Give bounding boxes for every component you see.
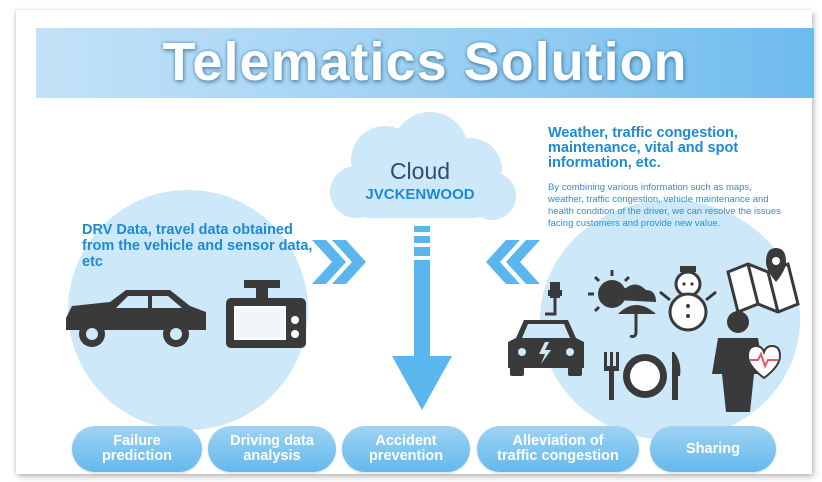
- title-band: [36, 28, 814, 98]
- outcome-alleviation-traffic-congestion: Alleviation of traffic congestion: [477, 426, 639, 472]
- slide-title: Telematics Solution: [162, 32, 688, 92]
- cloud-brand: JVCKENWOOD: [365, 186, 475, 203]
- electric-car-icon: [508, 282, 584, 376]
- chevron-right-icon: [312, 240, 366, 284]
- right-circle: [540, 200, 800, 440]
- outcome-driving-data-analysis: Driving data analysis: [208, 426, 336, 472]
- right-panel-heading: Weather, traffic congestion, maintenance…: [548, 125, 739, 171]
- cloud-label: Cloud: [389, 158, 451, 184]
- map-icon: [726, 248, 800, 315]
- dashcam-icon: [226, 280, 306, 348]
- dining-icon: [604, 352, 681, 400]
- right-panel-body: By combining various information such as…: [548, 182, 781, 229]
- down-arrow-icon: [392, 226, 452, 410]
- left-panel-text: DRV Data, travel data obtained from the …: [82, 222, 313, 270]
- weather-icon: [588, 270, 656, 338]
- outcome-accident-prevention: Accident prevention: [342, 426, 470, 472]
- cloud-icon: [330, 112, 516, 220]
- outcome-failure-prediction: Failure prediction: [72, 426, 202, 472]
- person-health-icon: [712, 311, 782, 412]
- chevron-left-icon: [486, 240, 540, 284]
- car-icon: [66, 290, 206, 347]
- outcome-sharing: Sharing: [650, 426, 776, 472]
- snowman-icon: [659, 266, 717, 332]
